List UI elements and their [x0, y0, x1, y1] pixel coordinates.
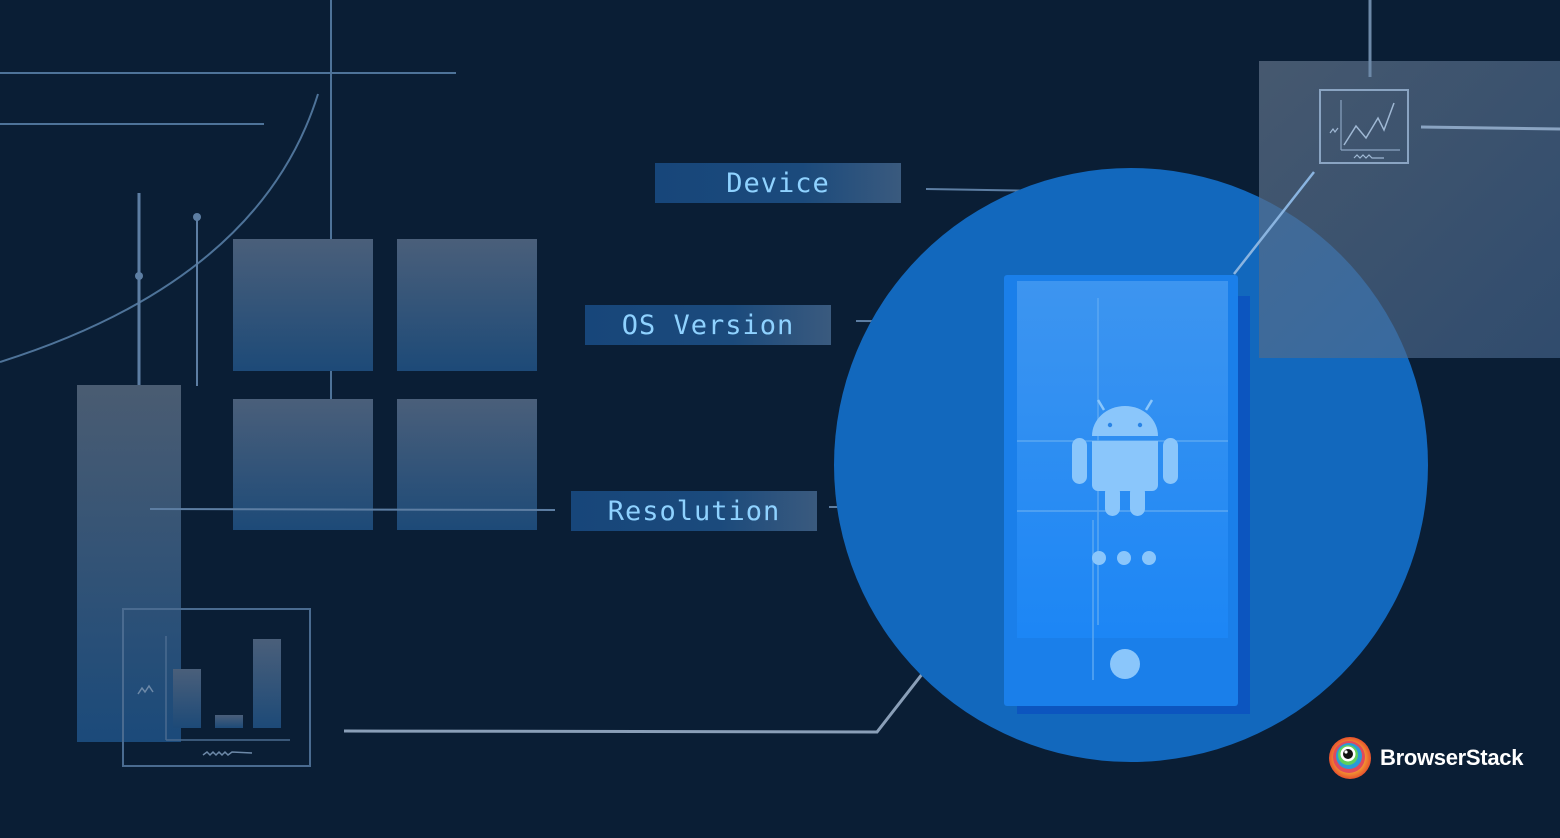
android-icon — [1072, 399, 1178, 516]
browserstack-logo-icon — [1329, 737, 1371, 779]
os-version-label: OS Version — [585, 305, 831, 345]
bar-chart-icon — [122, 608, 311, 767]
line-chart-icon — [1319, 89, 1409, 164]
brand-name: BrowserStack — [1380, 745, 1524, 770]
resolution-label: Resolution — [571, 491, 817, 531]
device-label: Device — [655, 163, 901, 203]
browserstack-logo: BrowserStack — [1328, 736, 1523, 780]
